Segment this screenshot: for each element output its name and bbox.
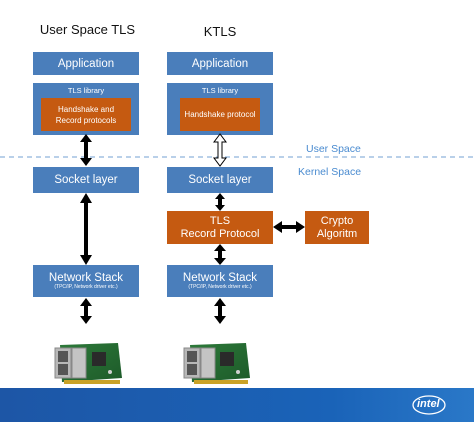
right-column-title: KTLS xyxy=(203,24,237,39)
left-socket-layer-label: Socket layer xyxy=(54,174,118,186)
intel-logo: intel xyxy=(412,394,446,416)
left-protocols-line-1: Handshake and xyxy=(57,104,115,114)
crypto-algorithm-box: Crypto Algoritm xyxy=(305,211,369,244)
left-network-stack-box: Network Stack (TPC/IP, Network driver et… xyxy=(33,265,139,297)
right-arrow-hollow-user-kernel xyxy=(213,133,227,167)
footer-band xyxy=(0,388,474,422)
left-application-label: Application xyxy=(57,57,115,70)
left-tls-library-box: TLS library Handshake and Record protoco… xyxy=(33,83,139,135)
right-tls-library-label: TLS library xyxy=(201,86,239,95)
left-arrow-socket-network xyxy=(80,193,92,265)
left-network-stack-label: Network Stack xyxy=(48,272,124,284)
left-application-box: Application xyxy=(33,52,139,75)
right-protocols-label: Handshake protocol xyxy=(184,110,256,119)
left-arrow-protocols-socket xyxy=(80,134,92,166)
right-socket-layer-label: Socket layer xyxy=(188,174,252,186)
left-network-stack-sub: (TPC/IP, Network driver etc.) xyxy=(54,284,118,290)
crypto-line-2: Algoritm xyxy=(316,227,358,240)
tls-record-line-2: Record Protocol xyxy=(180,227,260,240)
right-handshake-box: Handshake protocol xyxy=(180,98,260,131)
right-network-card-image xyxy=(178,327,250,395)
right-application-label: Application xyxy=(191,57,249,70)
right-application-box: Application xyxy=(167,52,273,75)
right-tls-library-box: TLS library Handshake protocol xyxy=(167,83,273,135)
right-arrow-record-network xyxy=(214,244,226,265)
left-handshake-record-box: Handshake and Record protocols xyxy=(41,98,131,131)
crypto-line-1: Crypto xyxy=(320,214,354,227)
left-protocols-line-2: Record protocols xyxy=(55,115,117,125)
kernel-space-label: Kernel Space xyxy=(298,166,362,178)
right-network-stack-box: Network Stack (TPC/IP, Network driver et… xyxy=(167,265,273,297)
left-socket-layer-box: Socket layer xyxy=(33,167,139,193)
right-network-stack-sub: (TPC/IP, Network driver etc.) xyxy=(188,284,252,290)
left-arrow-network-nic xyxy=(80,298,92,324)
right-arrow-network-nic xyxy=(214,298,226,324)
left-network-card-image xyxy=(50,327,122,395)
arrow-record-crypto xyxy=(273,221,305,233)
right-socket-layer-box: Socket layer xyxy=(167,167,273,193)
intel-logo-swoosh-icon xyxy=(412,395,446,415)
tls-record-line-1: TLS xyxy=(209,214,231,227)
left-tls-library-label: TLS library xyxy=(67,86,105,95)
right-arrow-socket-record xyxy=(215,193,225,211)
intel-logo-text: intel xyxy=(417,398,440,410)
user-space-label: User Space xyxy=(306,143,361,155)
left-column-title: User Space TLS xyxy=(39,22,136,37)
right-network-stack-label: Network Stack xyxy=(182,272,258,284)
tls-record-protocol-box: TLS Record Protocol xyxy=(167,211,273,244)
